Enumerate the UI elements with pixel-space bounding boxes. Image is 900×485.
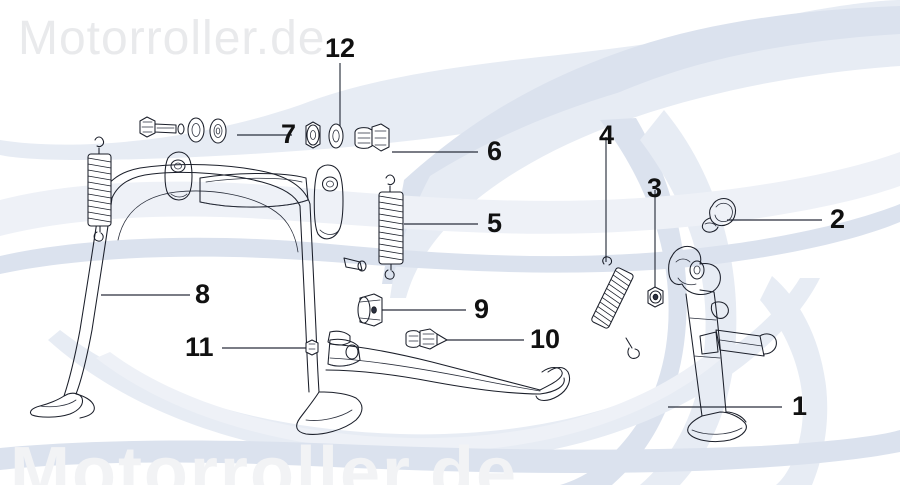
part-side-stand-spring: [591, 256, 640, 359]
callout-9[interactable]: 9: [474, 294, 490, 324]
watermark-bottom: Motorroller.de: [10, 433, 519, 485]
callout-7[interactable]: 7: [281, 119, 297, 149]
part-kick-lever: [325, 330, 571, 402]
callout-5[interactable]: 5: [487, 208, 503, 238]
part-pivot-bushing: [357, 293, 383, 327]
callout-6[interactable]: 6: [487, 136, 503, 166]
part-pivot-crossbar: [164, 151, 367, 272]
callout-2[interactable]: 2: [830, 204, 846, 234]
part-spring-left: [87, 136, 112, 242]
part-side-stand-leg: [668, 245, 777, 443]
part-short-bolt: [405, 328, 448, 350]
callout-12[interactable]: 12: [325, 33, 356, 63]
callout-1[interactable]: 1: [792, 391, 808, 421]
callout-10[interactable]: 10: [530, 324, 561, 354]
watermark-top: Motorroller.de: [18, 12, 326, 65]
callout-8[interactable]: 8: [195, 279, 211, 309]
part-hardware-row-right: [305, 121, 390, 152]
callout-4[interactable]: 4: [599, 120, 615, 150]
part-lock-nut: [647, 286, 664, 308]
part-spring-right: [378, 174, 404, 280]
part-hardware-row-left: [139, 116, 227, 144]
part-rubber-stopper: [701, 197, 737, 233]
callout-3[interactable]: 3: [647, 173, 663, 203]
callout-11[interactable]: 11: [185, 332, 214, 362]
part-stopper-nut: [305, 339, 319, 356]
